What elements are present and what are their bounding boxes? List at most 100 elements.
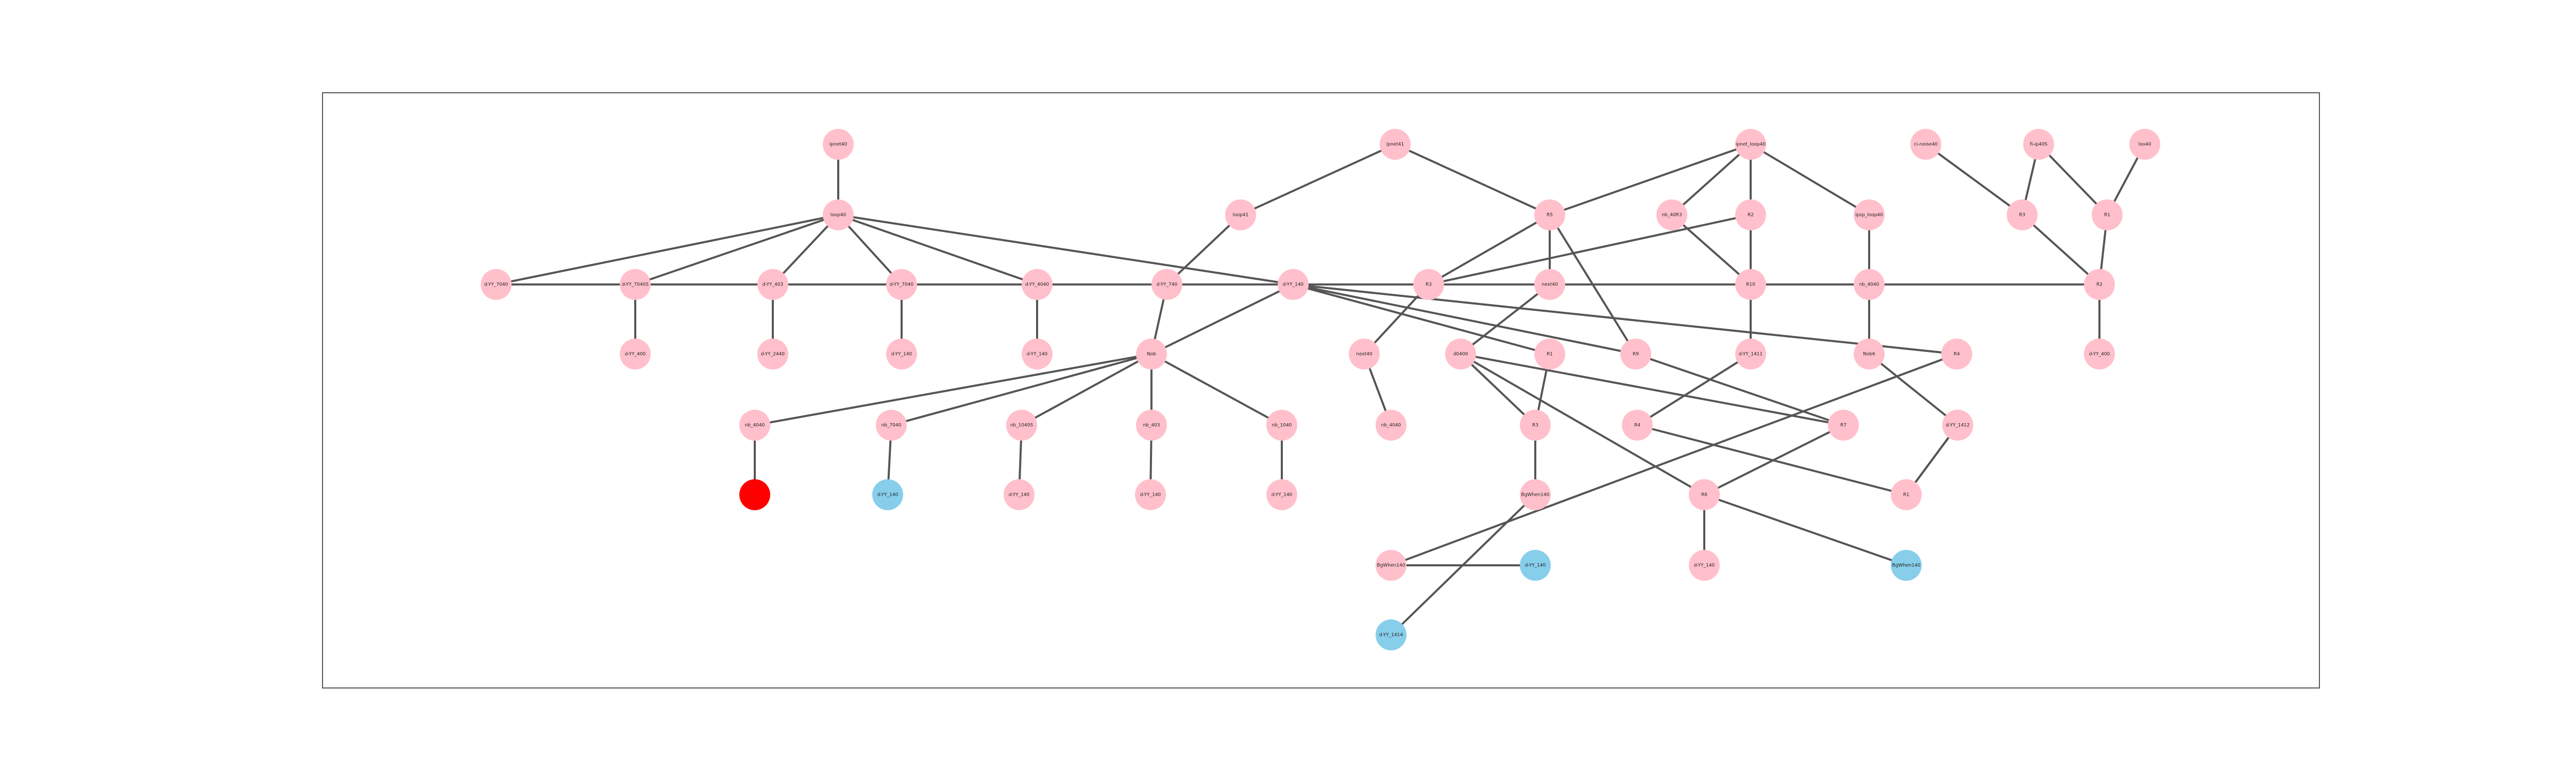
node-label: R3 <box>2019 213 2025 218</box>
edge-n6-n22 <box>1428 214 1751 285</box>
graph-node[interactable]: R3 <box>1520 410 1551 441</box>
graph-node[interactable]: d-YY_740 <box>1151 269 1182 300</box>
graph-node[interactable]: loo40 <box>2129 129 2160 160</box>
node-label: d-YY_140 <box>891 352 912 357</box>
node-circle <box>886 269 917 300</box>
graph-node[interactable]: R2 <box>2084 269 2115 300</box>
graph-node[interactable]: R7 <box>1828 410 1859 441</box>
graph-node[interactable]: d-YY_140 <box>1520 550 1551 581</box>
graph-node[interactable]: R1 <box>2092 199 2123 230</box>
node-label: fi-ip40S <box>2030 142 2048 147</box>
graph-node[interactable]: d-YY_403 <box>757 269 788 300</box>
graph-node[interactable] <box>739 479 770 510</box>
node-label: ci-noise40 <box>1914 142 1938 147</box>
edge-n2-n18 <box>837 214 903 285</box>
graph-node[interactable]: R6 <box>1689 479 1720 510</box>
graph-node[interactable]: d-YY_2440 <box>757 339 788 369</box>
graph-node[interactable]: d0400 <box>1445 339 1476 369</box>
edge-n7-n8 <box>1671 143 1752 216</box>
edge-n59-n63 <box>1704 494 1907 566</box>
graph-node[interactable]: d-YY_7040 <box>886 269 917 300</box>
graph-node[interactable]: d-YY_140 <box>886 339 917 369</box>
graph-node[interactable]: d-YY_400 <box>2084 339 2115 369</box>
graph-node[interactable]: ipnet_loop40 <box>1735 129 1766 160</box>
node-label: R1 <box>1547 352 1553 357</box>
graph-node[interactable]: d-YY_140 <box>1689 550 1720 581</box>
graph-node[interactable]: R1 <box>1891 479 1922 510</box>
graph-node[interactable]: R10 <box>1735 269 1766 300</box>
graph-node[interactable]: ipnet40 <box>823 129 854 160</box>
edge-n2-n15 <box>496 214 839 285</box>
edge-n39-n60 <box>1391 353 1957 566</box>
edge-n32-n41 <box>891 353 1152 426</box>
graph-node[interactable]: d-YY_140 <box>1266 479 1297 510</box>
node-label: nb_4040 <box>745 423 765 428</box>
graph-node[interactable]: nb_1040S <box>1006 410 1037 441</box>
node-label: R3 <box>1426 282 1432 288</box>
graph-node[interactable]: d-YY_1412 <box>1942 410 1973 441</box>
graph-node[interactable]: Nob6 <box>1854 339 1885 369</box>
graph-node[interactable]: d-YY_140 <box>1022 339 1053 369</box>
edge-n38-n50 <box>1868 353 1959 426</box>
node-label: R9 <box>1633 352 1639 357</box>
node-circle <box>1006 410 1037 441</box>
graph-node[interactable]: nb_403 <box>1136 410 1167 441</box>
graph-node[interactable]: loop40 <box>823 199 854 230</box>
graph-node[interactable]: d-YY_7040S <box>620 269 651 300</box>
graph-node[interactable]: nb_1040 <box>1266 410 1297 441</box>
edge-n5-n22 <box>1428 214 1550 285</box>
graph-node[interactable]: nb_4040 <box>739 410 770 441</box>
edge-n7-n9 <box>1750 143 1870 216</box>
graph-node[interactable]: d-YY_140 <box>1278 269 1309 300</box>
graph-node[interactable]: nb_4040 <box>1854 269 1885 300</box>
node-circle <box>620 339 651 369</box>
graph-node[interactable]: Nob <box>1136 339 1167 369</box>
node-circle <box>872 479 903 510</box>
graph-node[interactable]: R4 <box>1941 339 1972 369</box>
graph-node[interactable]: loop41 <box>1225 199 1256 230</box>
graph-node[interactable]: R5 <box>1534 199 1565 230</box>
graph-node[interactable]: R2 <box>1735 199 1766 230</box>
edge-n22-n33 <box>1363 283 1430 355</box>
graph-node[interactable]: fi-ip40S <box>2023 129 2054 160</box>
node-circle <box>823 129 854 160</box>
graph-node[interactable]: ci-noise40 <box>1910 129 1941 160</box>
node-circle <box>1380 129 1411 160</box>
graph-node[interactable]: next40 <box>1349 339 1380 369</box>
graph-node[interactable]: next40 <box>1534 269 1565 300</box>
graph-node[interactable]: R1 <box>1534 339 1565 369</box>
node-label: ipnet41 <box>1386 142 1404 147</box>
node-circle <box>1622 410 1653 441</box>
edge-n13-n26 <box>2021 214 2100 285</box>
graph-node[interactable]: BgWhen140 <box>1376 550 1406 581</box>
graph-node[interactable]: d-YY_140 <box>1004 479 1035 510</box>
edge-n4-n20 <box>1166 214 1242 285</box>
node-label: d-YY_2440 <box>761 352 785 357</box>
graph-node[interactable]: nb_4040 <box>1376 410 1406 441</box>
graph-node[interactable]: BgWhen140 <box>1520 479 1551 510</box>
graph-node[interactable]: R9 <box>1620 339 1651 369</box>
graph-node[interactable]: nb_7040 <box>876 410 907 441</box>
node-circle <box>886 339 917 369</box>
graph-node[interactable]: d-YY_140 <box>1135 479 1166 510</box>
node-circle <box>1376 550 1406 581</box>
node-circle <box>1278 269 1309 300</box>
node-circle <box>739 479 770 510</box>
graph-node[interactable]: d-YY_4040 <box>1022 269 1053 300</box>
edge-n10-n13 <box>1925 143 2023 216</box>
graph-node[interactable]: d-YY_400 <box>620 339 651 369</box>
graph-node[interactable]: R3 <box>1413 269 1444 300</box>
graph-node[interactable]: d-YY_1414 <box>1376 619 1406 650</box>
graph-node[interactable]: d-YY_7040 <box>481 269 512 300</box>
graph-node[interactable]: ipsp_loop40 <box>1854 199 1885 230</box>
graph-node[interactable]: d-YY_1411 <box>1735 339 1766 369</box>
graph-node[interactable]: R3 <box>2007 199 2038 230</box>
graph-node[interactable]: d-YY_140 <box>872 479 903 510</box>
graph-node[interactable]: ipnet41 <box>1380 129 1411 160</box>
graph-node[interactable]: nb_40R3 <box>1656 199 1687 230</box>
graph-node[interactable]: R4 <box>1622 410 1653 441</box>
node-circle <box>1735 199 1766 230</box>
graph-node[interactable]: BgWhen140 <box>1891 550 1922 581</box>
edge-n32-n44 <box>1151 353 1282 426</box>
